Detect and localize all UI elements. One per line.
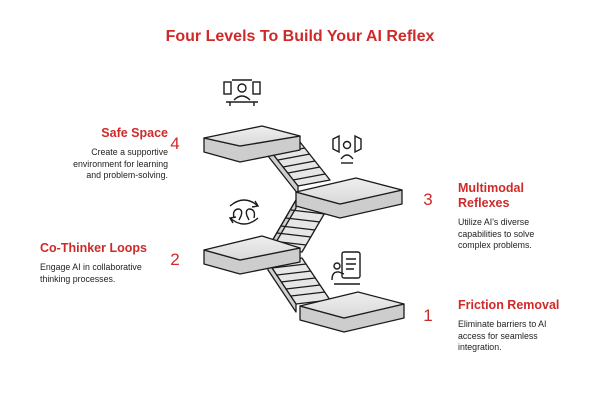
level-1-description: Eliminate barriers to AI access for seam… (458, 319, 593, 354)
level-1-title: Friction Removal (458, 298, 593, 313)
level-2-description: Engage AI in collaborative thinking proc… (40, 262, 170, 285)
level-3-number: 3 (416, 190, 440, 210)
loop-heads-icon (224, 196, 264, 228)
person-between-screens-icon (330, 133, 364, 167)
document-person-icon (330, 250, 364, 286)
level-3-description: Utilize AI's diverse capabilities to sol… (458, 217, 588, 252)
level-1-number: 1 (416, 306, 440, 326)
level-3-title: Multimodal Reflexes (458, 181, 588, 211)
level-4-title: Safe Space (40, 126, 168, 141)
level-4-description: Create a supportive environment for lear… (40, 147, 168, 182)
workspace-person-icon (222, 76, 262, 108)
level-2-title: Co-Thinker Loops (40, 241, 170, 256)
